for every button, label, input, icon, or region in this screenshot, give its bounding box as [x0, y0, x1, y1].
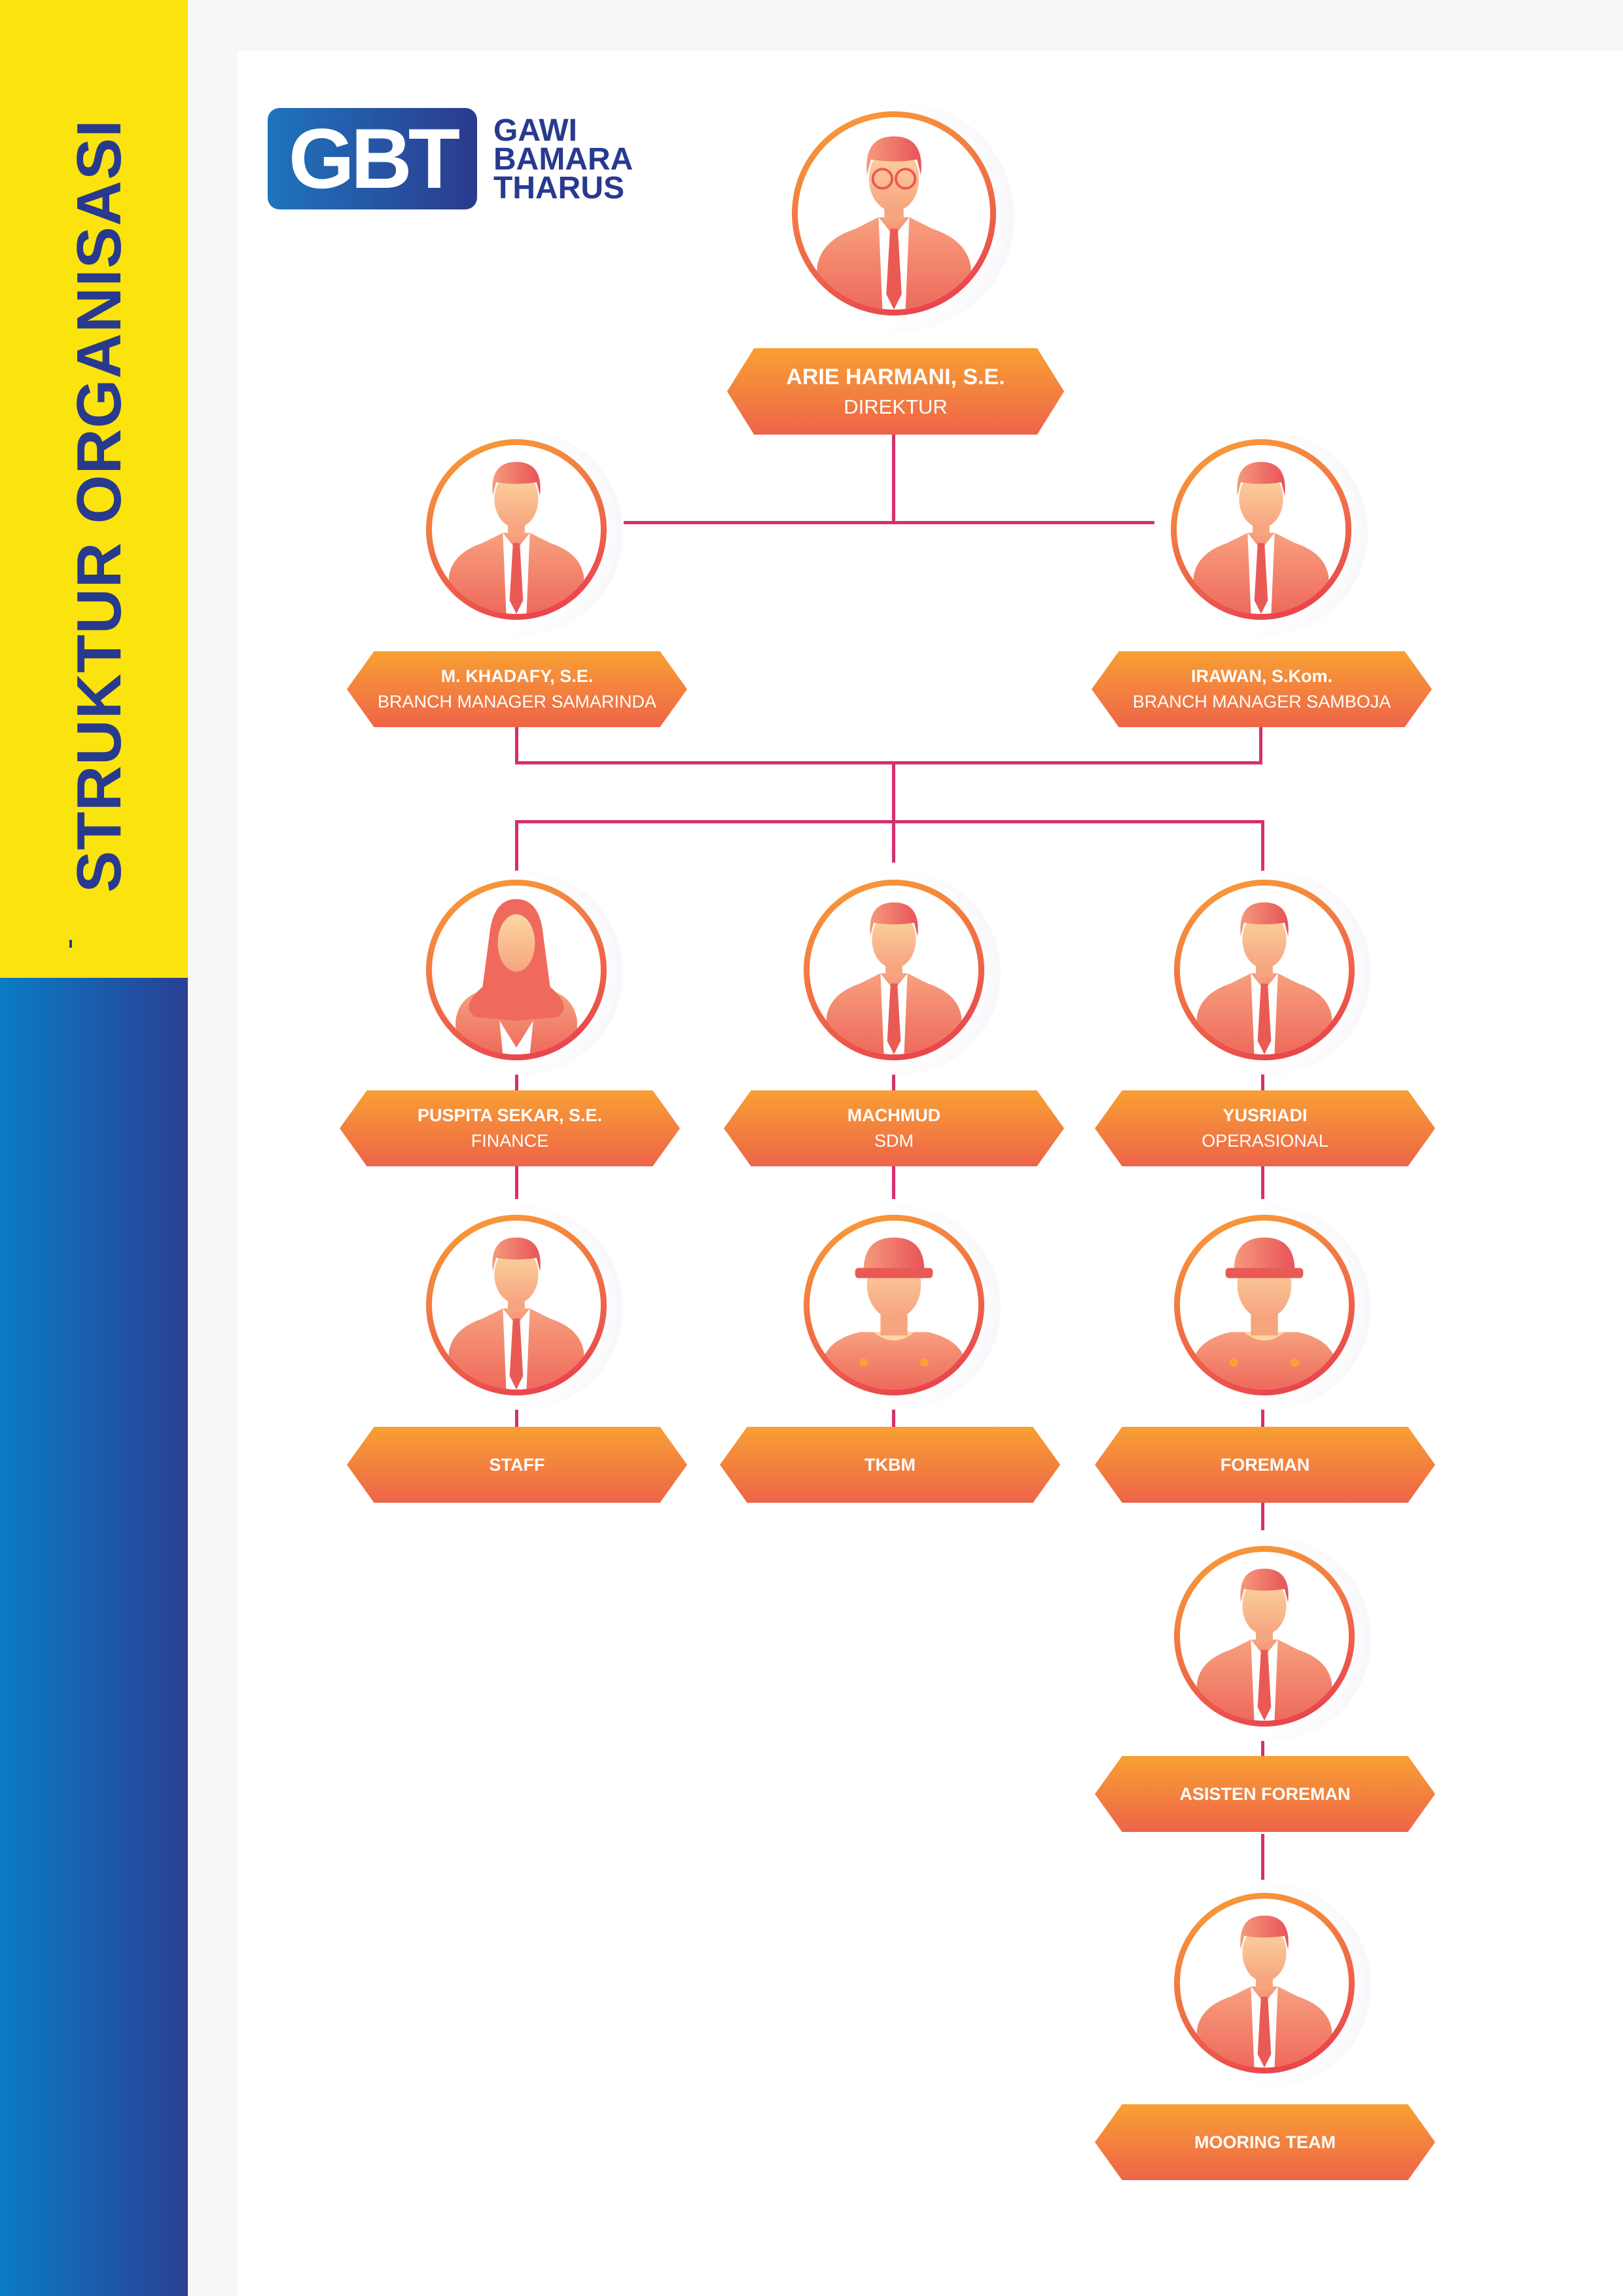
man-glasses-icon [798, 117, 990, 310]
connector [892, 435, 895, 524]
node-label: STAFF [347, 1427, 687, 1503]
connector [892, 1166, 895, 1199]
node-name: PUSPITA SEKAR, S.E. [417, 1105, 603, 1125]
connector [892, 761, 895, 863]
node-name: YUSRIADI [1222, 1105, 1308, 1125]
node-label: YUSRIADI OPERASIONAL [1095, 1090, 1435, 1166]
node-name: ASISTEN FOREMAN [1179, 1784, 1351, 1804]
man-icon [1177, 445, 1346, 614]
logo-line: GAWI [493, 113, 577, 148]
node-label: FOREMAN [1095, 1427, 1435, 1503]
man-icon [432, 445, 601, 614]
node-name: MOORING TEAM [1194, 2132, 1336, 2152]
node-role: DIREKTUR [844, 395, 948, 418]
connector [515, 727, 518, 764]
connector [515, 1407, 518, 1427]
node-role: FINANCE [471, 1131, 549, 1151]
connector [624, 521, 1154, 524]
decorative-dash [69, 940, 72, 948]
node-label: PUSPITA SEKAR, S.E. FINANCE [340, 1090, 680, 1166]
connector [1261, 1060, 1264, 1090]
node-avatar [426, 1215, 607, 1395]
company-logo-text: GAWI BAMARA THARUS [493, 113, 633, 206]
node-label: TKBM [720, 1427, 1060, 1503]
node-avatar [1174, 1215, 1355, 1395]
company-logo-mark: GBT [268, 108, 477, 209]
node-label: ASISTEN FOREMAN [1095, 1756, 1435, 1832]
man-icon [1180, 1899, 1349, 2068]
sidebar-yellow-band [0, 0, 188, 978]
connector [1261, 1741, 1264, 1756]
connector [892, 1407, 895, 1427]
node-avatar [804, 1215, 984, 1395]
node-name: ARIE HARMANI, S.E. [786, 364, 1005, 389]
node-label: IRAWAN, S.Kom. BRANCH MANAGER SAMBOJA [1092, 651, 1432, 727]
connector [1261, 1834, 1264, 1880]
logo-line: THARUS [493, 171, 624, 206]
node-label: MACHMUD SDM [724, 1090, 1064, 1166]
node-name: MACHMUD [847, 1105, 941, 1125]
node-label-director: ARIE HARMANI, S.E. DIREKTUR [727, 348, 1064, 435]
node-name: M. KHADAFY, S.E. [440, 666, 594, 686]
connector [515, 761, 1262, 764]
node-name: STAFF [489, 1454, 545, 1475]
node-avatar [426, 439, 607, 620]
connector [1261, 820, 1264, 879]
node-avatar [1174, 880, 1355, 1060]
page-title: STRUKTUR ORGANISASI [64, 119, 134, 893]
node-avatar [1171, 439, 1351, 620]
node-role: BRANCH MANAGER SAMBOJA [1132, 692, 1391, 711]
connector [515, 820, 1264, 823]
connector [1261, 1503, 1264, 1530]
man-icon [810, 886, 978, 1054]
node-avatar-director [792, 111, 996, 315]
node-name: FOREMAN [1220, 1454, 1310, 1475]
node-avatar [426, 880, 607, 1060]
connector [515, 1166, 518, 1199]
connector [892, 1060, 895, 1090]
node-name: TKBM [865, 1454, 916, 1475]
node-avatar [1174, 1893, 1355, 2073]
worker-hardhat-icon [810, 1221, 978, 1390]
connector [1259, 727, 1262, 764]
man-icon [1180, 886, 1349, 1054]
node-avatar [804, 880, 984, 1060]
node-role: BRANCH MANAGER SAMARINDA [377, 692, 657, 711]
sidebar-blue-band [0, 978, 188, 2296]
connector [1261, 1166, 1264, 1199]
connector [1261, 1407, 1264, 1427]
logo-line: BAMARA [493, 142, 633, 177]
man-icon [1180, 1552, 1349, 1721]
connector [515, 820, 518, 879]
node-role: OPERASIONAL [1202, 1131, 1329, 1151]
connector [515, 1060, 518, 1090]
node-label: MOORING TEAM [1095, 2104, 1435, 2180]
node-role: SDM [874, 1131, 914, 1151]
man-icon [432, 1221, 601, 1390]
node-label: M. KHADAFY, S.E. BRANCH MANAGER SAMARINDA [347, 651, 687, 727]
node-avatar [1174, 1546, 1355, 1727]
woman-hijab-icon [432, 886, 601, 1054]
node-name: IRAWAN, S.Kom. [1190, 666, 1332, 686]
worker-hardhat-icon [1180, 1221, 1349, 1390]
